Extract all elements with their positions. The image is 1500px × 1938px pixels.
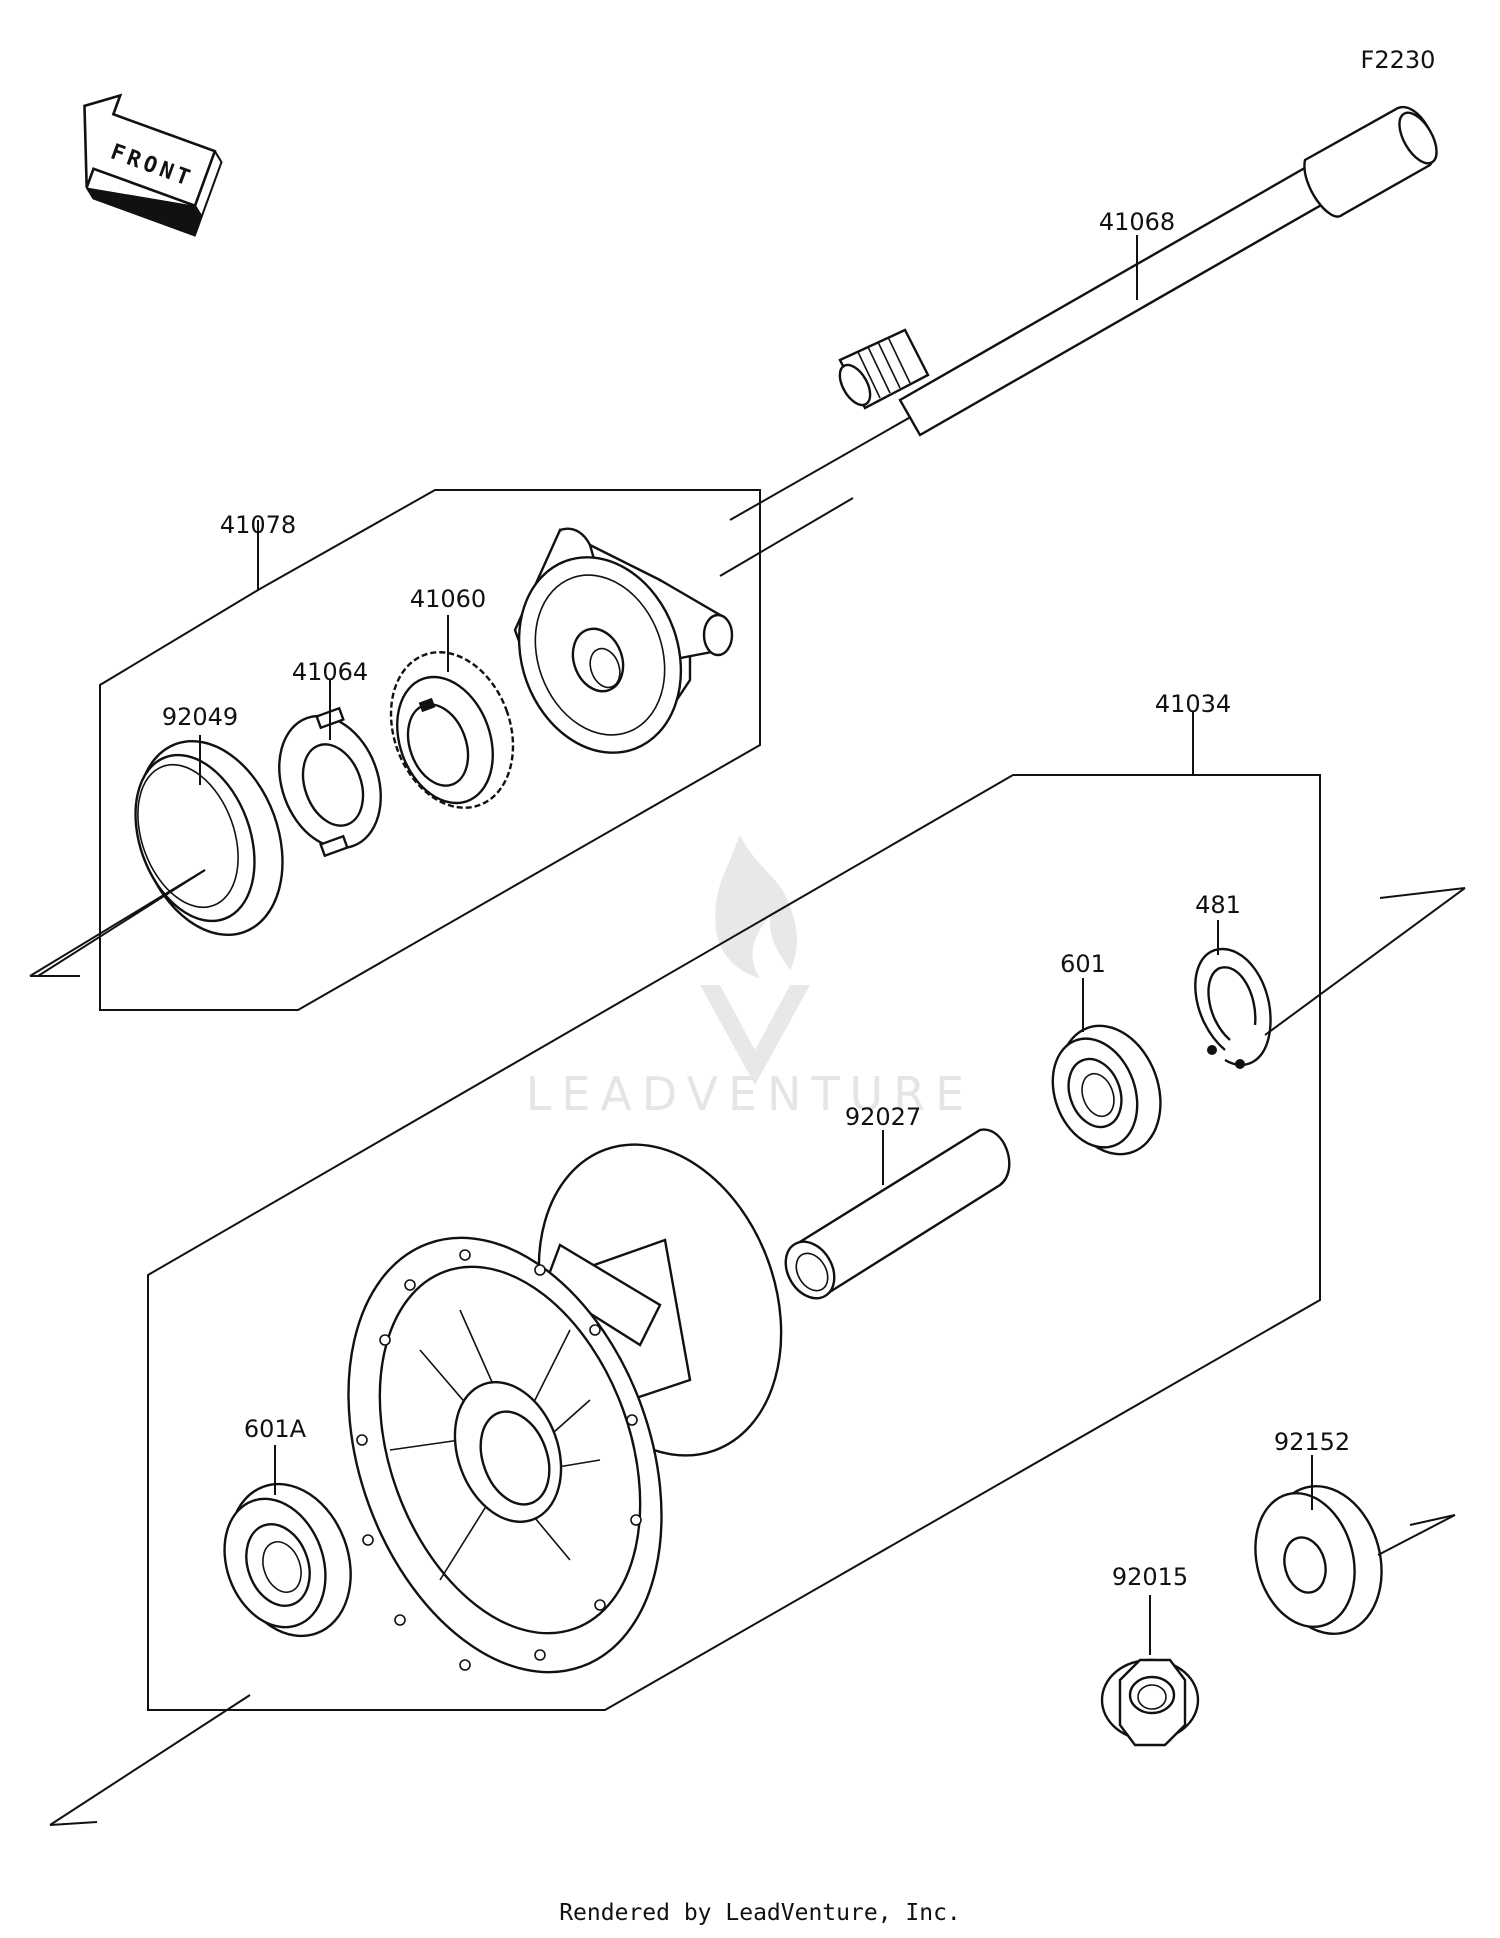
callout-92015: 92015 (1112, 1563, 1188, 1591)
callout-92027: 92027 (845, 1103, 921, 1131)
callout-41078: 41078 (220, 511, 296, 539)
callout-92049: 92049 (162, 703, 238, 731)
collar-part (784, 1128, 1011, 1300)
callout-481: 481 (1195, 891, 1241, 919)
v-logo-icon (700, 985, 810, 1085)
callout-41068: 41068 (1099, 208, 1175, 236)
watermark-text: LEADVENTURE (526, 1067, 975, 1121)
speedo-assy-bracket (99, 489, 761, 1011)
wheel-hub-part (347, 1143, 783, 1674)
callout-41064: 41064 (292, 658, 368, 686)
flange-nut-part (1100, 1658, 1200, 1747)
front-arrow-icon: FRONT (83, 93, 223, 237)
leadventure-watermark: LEADVENTURE (526, 835, 975, 1121)
retainer-part (278, 706, 382, 858)
bearing-right-part (1051, 1024, 1162, 1156)
callout-601: 601 (1060, 950, 1106, 978)
circlip-part (1194, 947, 1272, 1069)
speedo-gear-part (389, 651, 515, 809)
diagram-code: F2230 (1361, 46, 1436, 74)
callout-601A: 601A (244, 1415, 307, 1443)
axle-part (729, 105, 1438, 521)
spacer-part (1254, 1484, 1383, 1636)
callout-41060: 41060 (410, 585, 486, 613)
speedo-housing-part (513, 527, 734, 754)
oil-seal-part (134, 739, 284, 937)
flame-logo-icon (715, 835, 797, 978)
bearing-left-part (223, 1482, 352, 1638)
callout-92152: 92152 (1274, 1428, 1350, 1456)
callout-41034: 41034 (1155, 690, 1231, 718)
hub-bolt-holes (356, 1249, 642, 1671)
credit-text: Rendered by LeadVenture, Inc. (559, 1900, 961, 1926)
